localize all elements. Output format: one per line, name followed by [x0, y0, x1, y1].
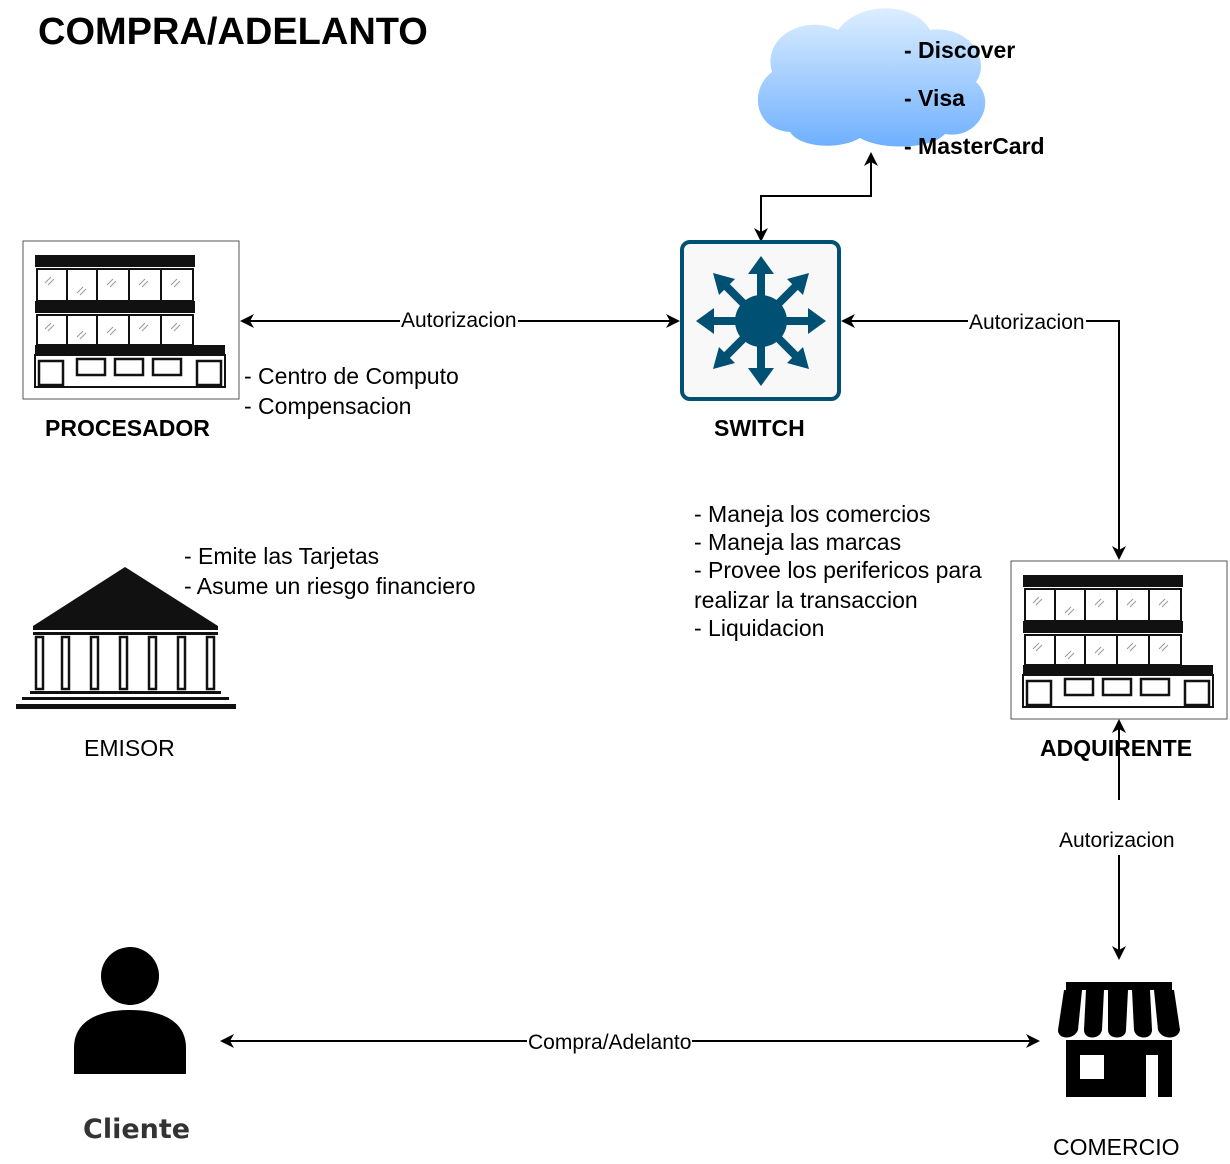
- procesador-building-icon: [21, 239, 241, 401]
- cloud-item-mastercard: - MasterCard: [904, 133, 1045, 159]
- switch-note-1: - Maneja los comercios: [694, 501, 931, 527]
- comercio-label: COMERCIO: [1053, 1134, 1180, 1160]
- store-icon: [1058, 982, 1180, 1097]
- procesador-note-1: - Centro de Computo: [244, 363, 459, 389]
- bank-icon: [16, 567, 236, 709]
- adquirente-building-icon: [1009, 559, 1229, 721]
- page-title: COMPRA/ADELANTO: [38, 11, 428, 53]
- edge-label-switch-adquirente: Autorizacion: [968, 311, 1086, 334]
- emisor-note-1: - Emite las Tarjetas: [184, 543, 380, 569]
- switch-note-2: - Maneja las marcas: [694, 529, 902, 555]
- edge-label-cliente-comercio: Compra/Adelanto: [527, 1031, 693, 1054]
- adquirente-label: ADQUIRENTE: [1040, 735, 1193, 761]
- user-icon: [74, 947, 186, 1074]
- edge-label-procesador-switch: Autorizacion: [400, 309, 518, 332]
- edge-label-adquirente-comercio: Autorizacion: [1058, 829, 1176, 852]
- procesador-note-2: - Compensacion: [244, 393, 412, 419]
- switch-icon: [680, 240, 841, 401]
- switch-note-5: - Liquidacion: [694, 615, 825, 641]
- cloud-item-discover: - Discover: [904, 37, 1016, 63]
- switch-cloud-connector: [760, 152, 878, 240]
- cliente-label: Cliente: [83, 1114, 191, 1145]
- switch-note-4: realizar la transaccion: [694, 587, 918, 613]
- procesador-label: PROCESADOR: [45, 415, 210, 441]
- emisor-label: EMISOR: [84, 735, 175, 761]
- switch-adquirente-edge-b: [900, 320, 1126, 560]
- card-network-cloud: [757, 8, 986, 147]
- cloud-item-visa: - Visa: [904, 85, 965, 111]
- emisor-note-2: - Asume un riesgo financiero: [184, 573, 476, 599]
- switch-note-3: - Provee los perifericos para: [694, 557, 982, 583]
- switch-label: SWITCH: [714, 415, 805, 441]
